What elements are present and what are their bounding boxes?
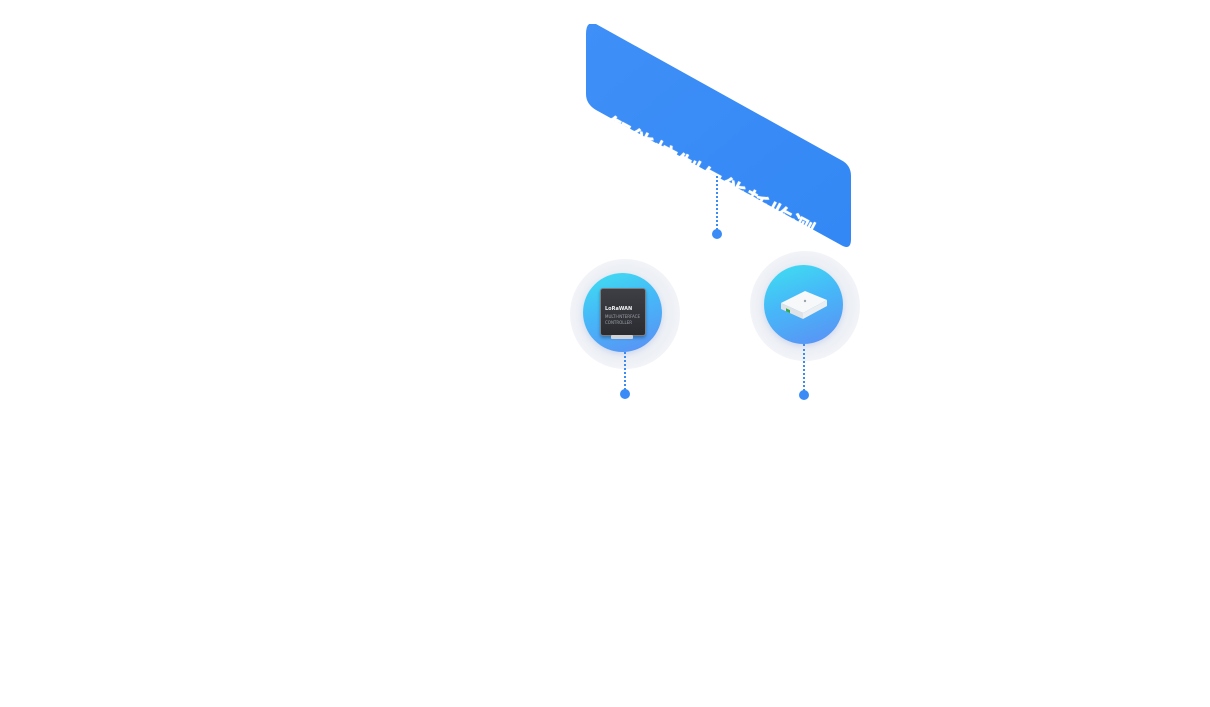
banner-connector bbox=[716, 176, 718, 230]
device-circle-controller bbox=[764, 265, 843, 344]
banner-connector-dot bbox=[712, 229, 722, 239]
white-controller-icon bbox=[781, 291, 827, 319]
gateway-stand bbox=[611, 335, 633, 339]
gateway-subtitle-2: CONTROLLER bbox=[605, 320, 633, 325]
controller-connector bbox=[803, 344, 805, 391]
gateway-subtitle-1: MULTI-INTERFACE bbox=[605, 314, 640, 319]
banner-shape bbox=[586, 24, 851, 247]
gateway-brand-label: LoRaWAN bbox=[605, 306, 633, 312]
controller-connector-dot bbox=[799, 390, 809, 400]
gateway-connector bbox=[624, 352, 626, 390]
title-banner: 智能控制与能耗监测 bbox=[586, 24, 851, 249]
lorawan-gateway-icon: LoRaWAN MULTI-INTERFACE CONTROLLER bbox=[600, 288, 646, 339]
gateway-connector-dot bbox=[620, 389, 630, 399]
device-circle-gateway: LoRaWAN MULTI-INTERFACE CONTROLLER bbox=[583, 273, 662, 352]
